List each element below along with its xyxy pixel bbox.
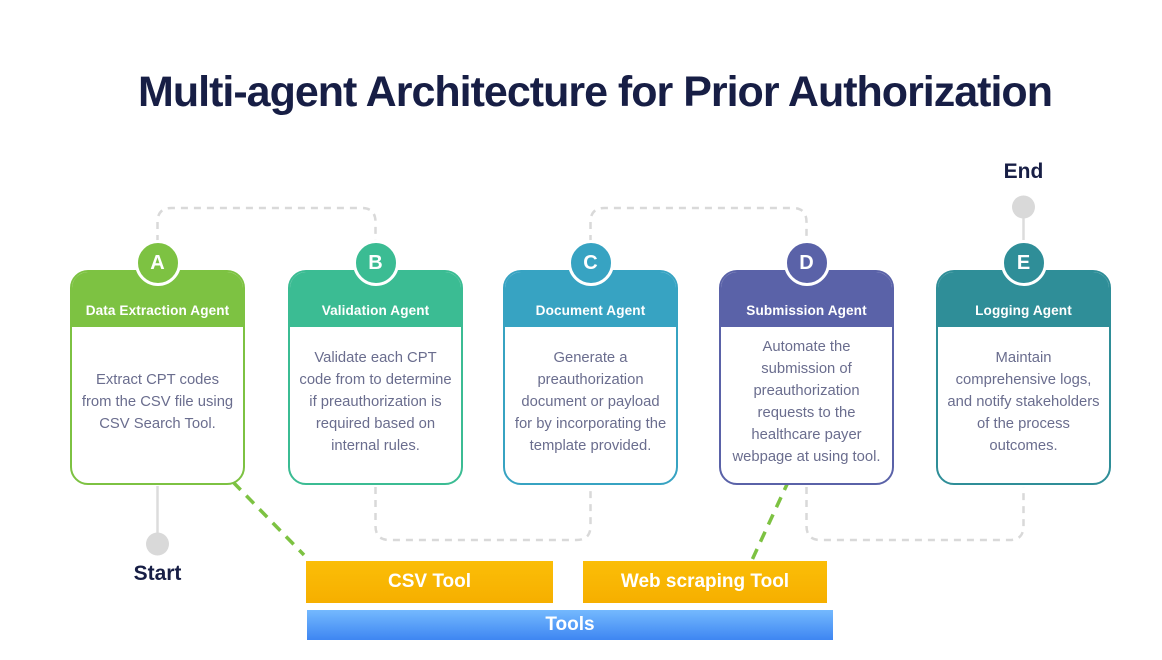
agent-name: Validation Agent — [321, 303, 430, 318]
agent-card-document: Document Agent Generate a preauthorizati… — [503, 270, 678, 485]
tools-bar-label: Tools — [545, 614, 595, 635]
page-title: Multi-agent Architecture for Prior Autho… — [138, 68, 1053, 116]
dashed-arc-c-d — [589, 206, 808, 242]
agent-letter-badge-b: B — [352, 240, 399, 286]
dashed-arc-b-c — [374, 487, 592, 542]
agent-card-logging: Logging Agent Maintain comprehensive log… — [936, 270, 1111, 485]
agent-letter-badge-c: C — [567, 240, 614, 286]
agent-name: Document Agent — [535, 303, 646, 318]
start-label: Start — [133, 562, 182, 585]
agent-description: Validate each CPT code from to determine… — [299, 349, 452, 454]
agent-letter: A — [150, 251, 165, 274]
csv-tool-label: CSV Tool — [387, 571, 472, 592]
agent-letter-badge-a: A — [134, 240, 181, 286]
end-node — [1012, 195, 1035, 219]
web-scraping-tool-label: Web scraping Tool — [620, 571, 790, 592]
agent-card-submission: Submission Agent Automate the submission… — [719, 270, 894, 485]
agent-card-header: Validation Agent — [290, 272, 461, 327]
agent-description: Automate the submission of preauthorizat… — [732, 338, 881, 465]
agent-name: Logging Agent — [975, 303, 1072, 318]
agent-card-validation: Validation Agent Validate each CPT code … — [288, 270, 463, 485]
tool-link-a-csv — [231, 480, 306, 557]
agent-card-data-extraction: Data Extraction Agent Extract CPT codes … — [70, 270, 245, 485]
agent-description: Maintain comprehensive logs, and notify … — [947, 349, 1100, 454]
end-label: End — [1003, 160, 1044, 183]
agent-description: Extract CPT codes from the CSV file usin… — [81, 371, 234, 432]
tool-link-d-webscraping — [750, 479, 791, 561]
agent-letter-badge-d: D — [783, 240, 830, 286]
agent-letter: B — [368, 251, 383, 274]
agent-letter-badge-e: E — [1000, 240, 1047, 286]
csv-tool-box: CSV Tool — [306, 561, 553, 603]
agent-letter: C — [583, 251, 598, 274]
agent-letter: E — [1016, 251, 1031, 274]
tools-bar: Tools — [307, 610, 833, 640]
web-scraping-tool-box: Web scraping Tool — [583, 561, 827, 603]
dashed-arc-a-b — [156, 206, 377, 242]
dashed-arc-d-e — [805, 487, 1025, 542]
agent-name: Data Extraction Agent — [85, 303, 230, 318]
agent-letter: D — [799, 251, 814, 274]
start-node — [146, 532, 169, 556]
agent-name: Submission Agent — [746, 303, 867, 318]
agent-description: Generate a preauthorization document or … — [514, 349, 667, 454]
